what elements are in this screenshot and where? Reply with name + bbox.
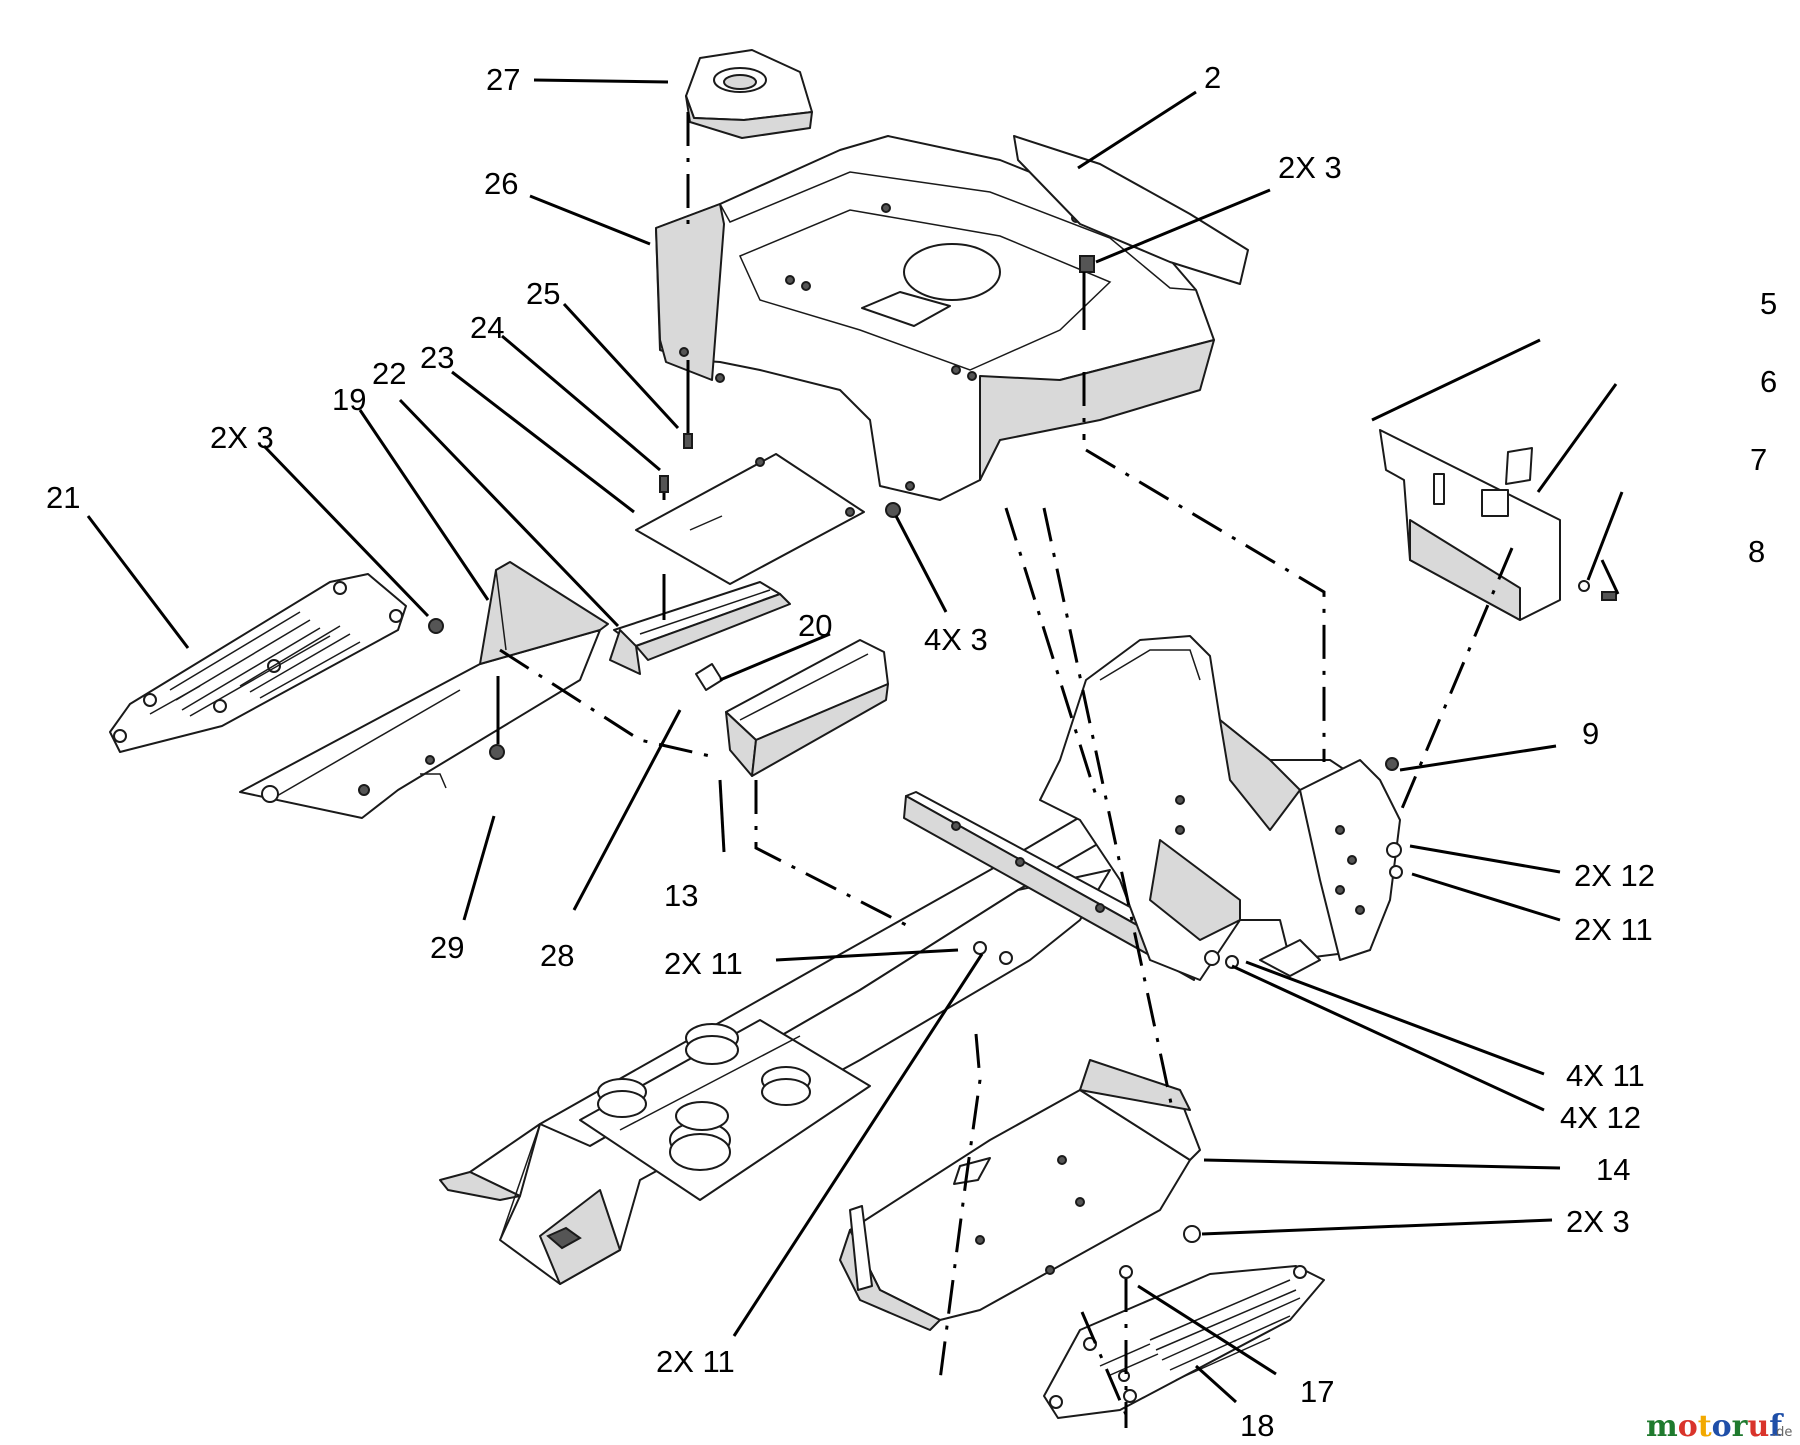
callout-2: 2 bbox=[1204, 60, 1221, 95]
callout-13: 13 bbox=[664, 878, 698, 913]
callout-2x3-left: 2X 3 bbox=[210, 420, 274, 455]
callout-28: 28 bbox=[540, 938, 574, 973]
callout-24: 24 bbox=[470, 310, 504, 345]
part-2-decal bbox=[1013, 135, 1249, 285]
callout-2x11-bottom: 2X 11 bbox=[656, 1344, 735, 1379]
callout-21: 21 bbox=[46, 480, 80, 515]
part-21-left-mat bbox=[109, 573, 407, 753]
part-20-clip bbox=[695, 663, 723, 691]
callout-4x11: 4X 11 bbox=[1566, 1058, 1645, 1093]
callout-2x11-right: 2X 11 bbox=[1574, 912, 1653, 947]
part-23-plate bbox=[635, 453, 865, 585]
part-26-hood bbox=[655, 135, 1215, 501]
part-18-right-mat bbox=[1043, 1265, 1325, 1419]
motoruf-watermark: motoruf .de bbox=[1646, 1409, 1792, 1444]
part-13-cover bbox=[725, 639, 889, 777]
callout-labels: 27 2 2X 3 26 25 24 23 22 19 2X 3 21 5 6 … bbox=[46, 60, 1777, 1443]
callout-25: 25 bbox=[526, 276, 560, 311]
callout-4x3: 4X 3 bbox=[924, 622, 988, 657]
callout-2x3-top: 2X 3 bbox=[1278, 150, 1342, 185]
engine-mounts bbox=[597, 1023, 811, 1171]
part-7-washer bbox=[1578, 580, 1590, 592]
callout-22: 22 bbox=[372, 356, 406, 391]
leader-lines bbox=[86, 78, 1624, 1404]
callout-18: 18 bbox=[1240, 1408, 1274, 1443]
watermark-brand: motoruf bbox=[1646, 1409, 1784, 1444]
part-27-dash-cap bbox=[685, 49, 813, 139]
mat-ribs-left bbox=[149, 611, 361, 717]
part-14-right-pan bbox=[839, 1059, 1201, 1331]
callout-19: 19 bbox=[332, 382, 366, 417]
callout-23: 23 bbox=[420, 340, 454, 375]
callout-8: 8 bbox=[1748, 534, 1765, 569]
frame-seat-riser bbox=[1039, 635, 1401, 981]
callout-2x3-bottom: 2X 3 bbox=[1566, 1204, 1630, 1239]
part-19-left-pan bbox=[239, 561, 609, 819]
callout-6: 6 bbox=[1760, 364, 1777, 399]
callout-2x12-right: 2X 12 bbox=[1574, 858, 1655, 893]
part-22-rail bbox=[609, 581, 791, 675]
callout-17: 17 bbox=[1300, 1374, 1334, 1409]
callout-26: 26 bbox=[484, 166, 518, 201]
callout-7: 7 bbox=[1750, 442, 1767, 477]
part-8-bolt bbox=[1601, 591, 1617, 601]
callout-20: 20 bbox=[798, 608, 832, 643]
callout-27: 27 bbox=[486, 62, 520, 97]
callout-9: 9 bbox=[1582, 716, 1599, 751]
assembly-lines bbox=[499, 112, 1514, 1428]
hardware-bits bbox=[428, 255, 1403, 1279]
fastener-set-24-25 bbox=[659, 360, 693, 620]
callout-4x12: 4X 12 bbox=[1560, 1100, 1641, 1135]
part-6-shield bbox=[1379, 429, 1561, 621]
callout-14: 14 bbox=[1596, 1152, 1630, 1187]
callout-29: 29 bbox=[430, 930, 464, 965]
callout-5: 5 bbox=[1760, 286, 1777, 321]
part-5-decal bbox=[1505, 447, 1533, 485]
callout-2x11-mid: 2X 11 bbox=[664, 946, 743, 981]
watermark-suffix: .de bbox=[1772, 1425, 1792, 1440]
